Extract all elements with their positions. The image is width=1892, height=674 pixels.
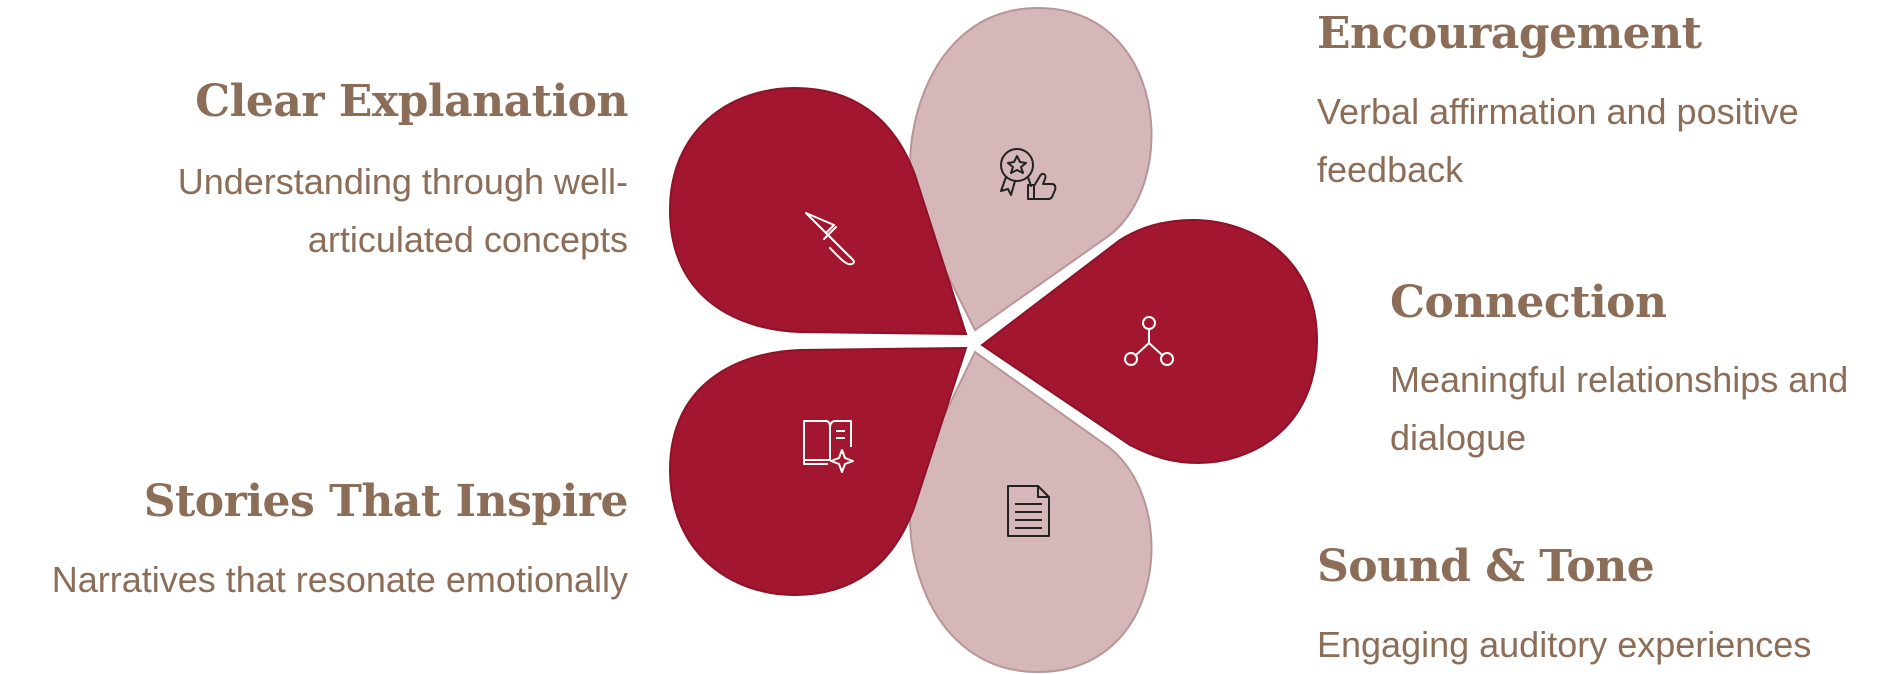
sparkle-book-icon [803, 420, 854, 473]
desc-encouragement: Verbal affirmation and positive feedback [1317, 91, 1799, 190]
desc-connection: Meaningful relationships and dialogue [1390, 359, 1849, 458]
title-encouragement: Encouragement [1317, 8, 1702, 59]
desc-sound-tone: Engaging auditory experiences [1317, 624, 1812, 665]
award-thumbs-up-icon [1000, 148, 1057, 200]
desc-clear-explanation: Understanding through well-articulated c… [177, 161, 628, 260]
petal-stories [668, 346, 968, 597]
network-nodes-icon [1124, 316, 1174, 366]
desc-stories-that-inspire: Narratives that resonate emotionally [51, 559, 628, 600]
title-stories-that-inspire: Stories That Inspire [143, 476, 629, 527]
title-clear-explanation: Clear Explanation [195, 76, 628, 127]
title-sound-tone: Sound & Tone [1317, 541, 1655, 592]
title-connection: Connection [1390, 277, 1667, 328]
knife-icon [805, 212, 855, 266]
petal-clear-explanation [668, 86, 968, 336]
document-icon [1007, 485, 1050, 537]
